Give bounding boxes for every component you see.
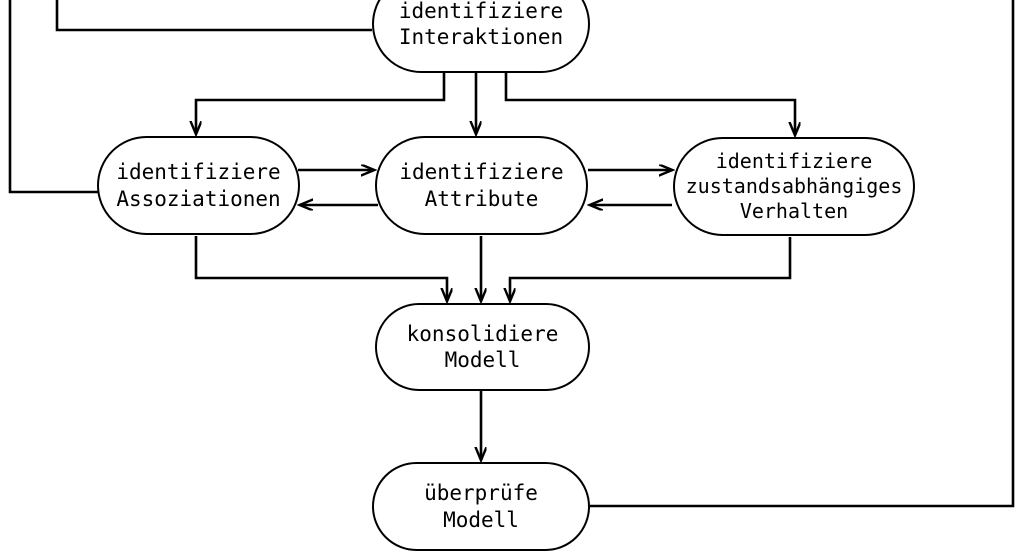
node-identifiziere-attribute[interactable]: identifiziere Attribute — [375, 136, 588, 235]
edge-interaktionen-feedback-left — [55, 0, 372, 32]
node-ueberpruefe-modell[interactable]: überprüfe Modell — [372, 462, 590, 551]
edge-interaktionen-to-verhalten — [504, 73, 795, 135]
edge-verhalten-to-konsolidiere — [510, 237, 792, 301]
node-identifiziere-assoziationen[interactable]: identifiziere Assoziationen — [97, 136, 300, 235]
node-identifiziere-zustandsabhaengiges-verhalten[interactable]: identifiziere zustandsabhängiges Verhalt… — [673, 137, 915, 236]
node-label: identifiziere Attribute — [399, 160, 564, 211]
edge-ueberpruefe-feedback-right — [590, 0, 1015, 508]
node-identifiziere-interaktionen[interactable]: identifiziere Interaktionen — [372, 0, 590, 73]
node-label: identifiziere Interaktionen — [398, 0, 564, 49]
node-label: identifiziere zustandsabhängiges Verhalt… — [685, 148, 903, 224]
edge-assoziationen-feedback-left — [8, 0, 110, 194]
node-konsolidiere-modell[interactable]: konsolidiere Modell — [375, 303, 590, 391]
node-label: identifiziere Assoziationen — [116, 160, 281, 211]
node-label: konsolidiere Modell — [406, 321, 559, 372]
edge-interaktionen-to-assoziationen — [196, 73, 446, 134]
node-label: überprüfe Modell — [424, 481, 538, 532]
edge-assoziationen-to-konsolidiere — [194, 236, 447, 301]
